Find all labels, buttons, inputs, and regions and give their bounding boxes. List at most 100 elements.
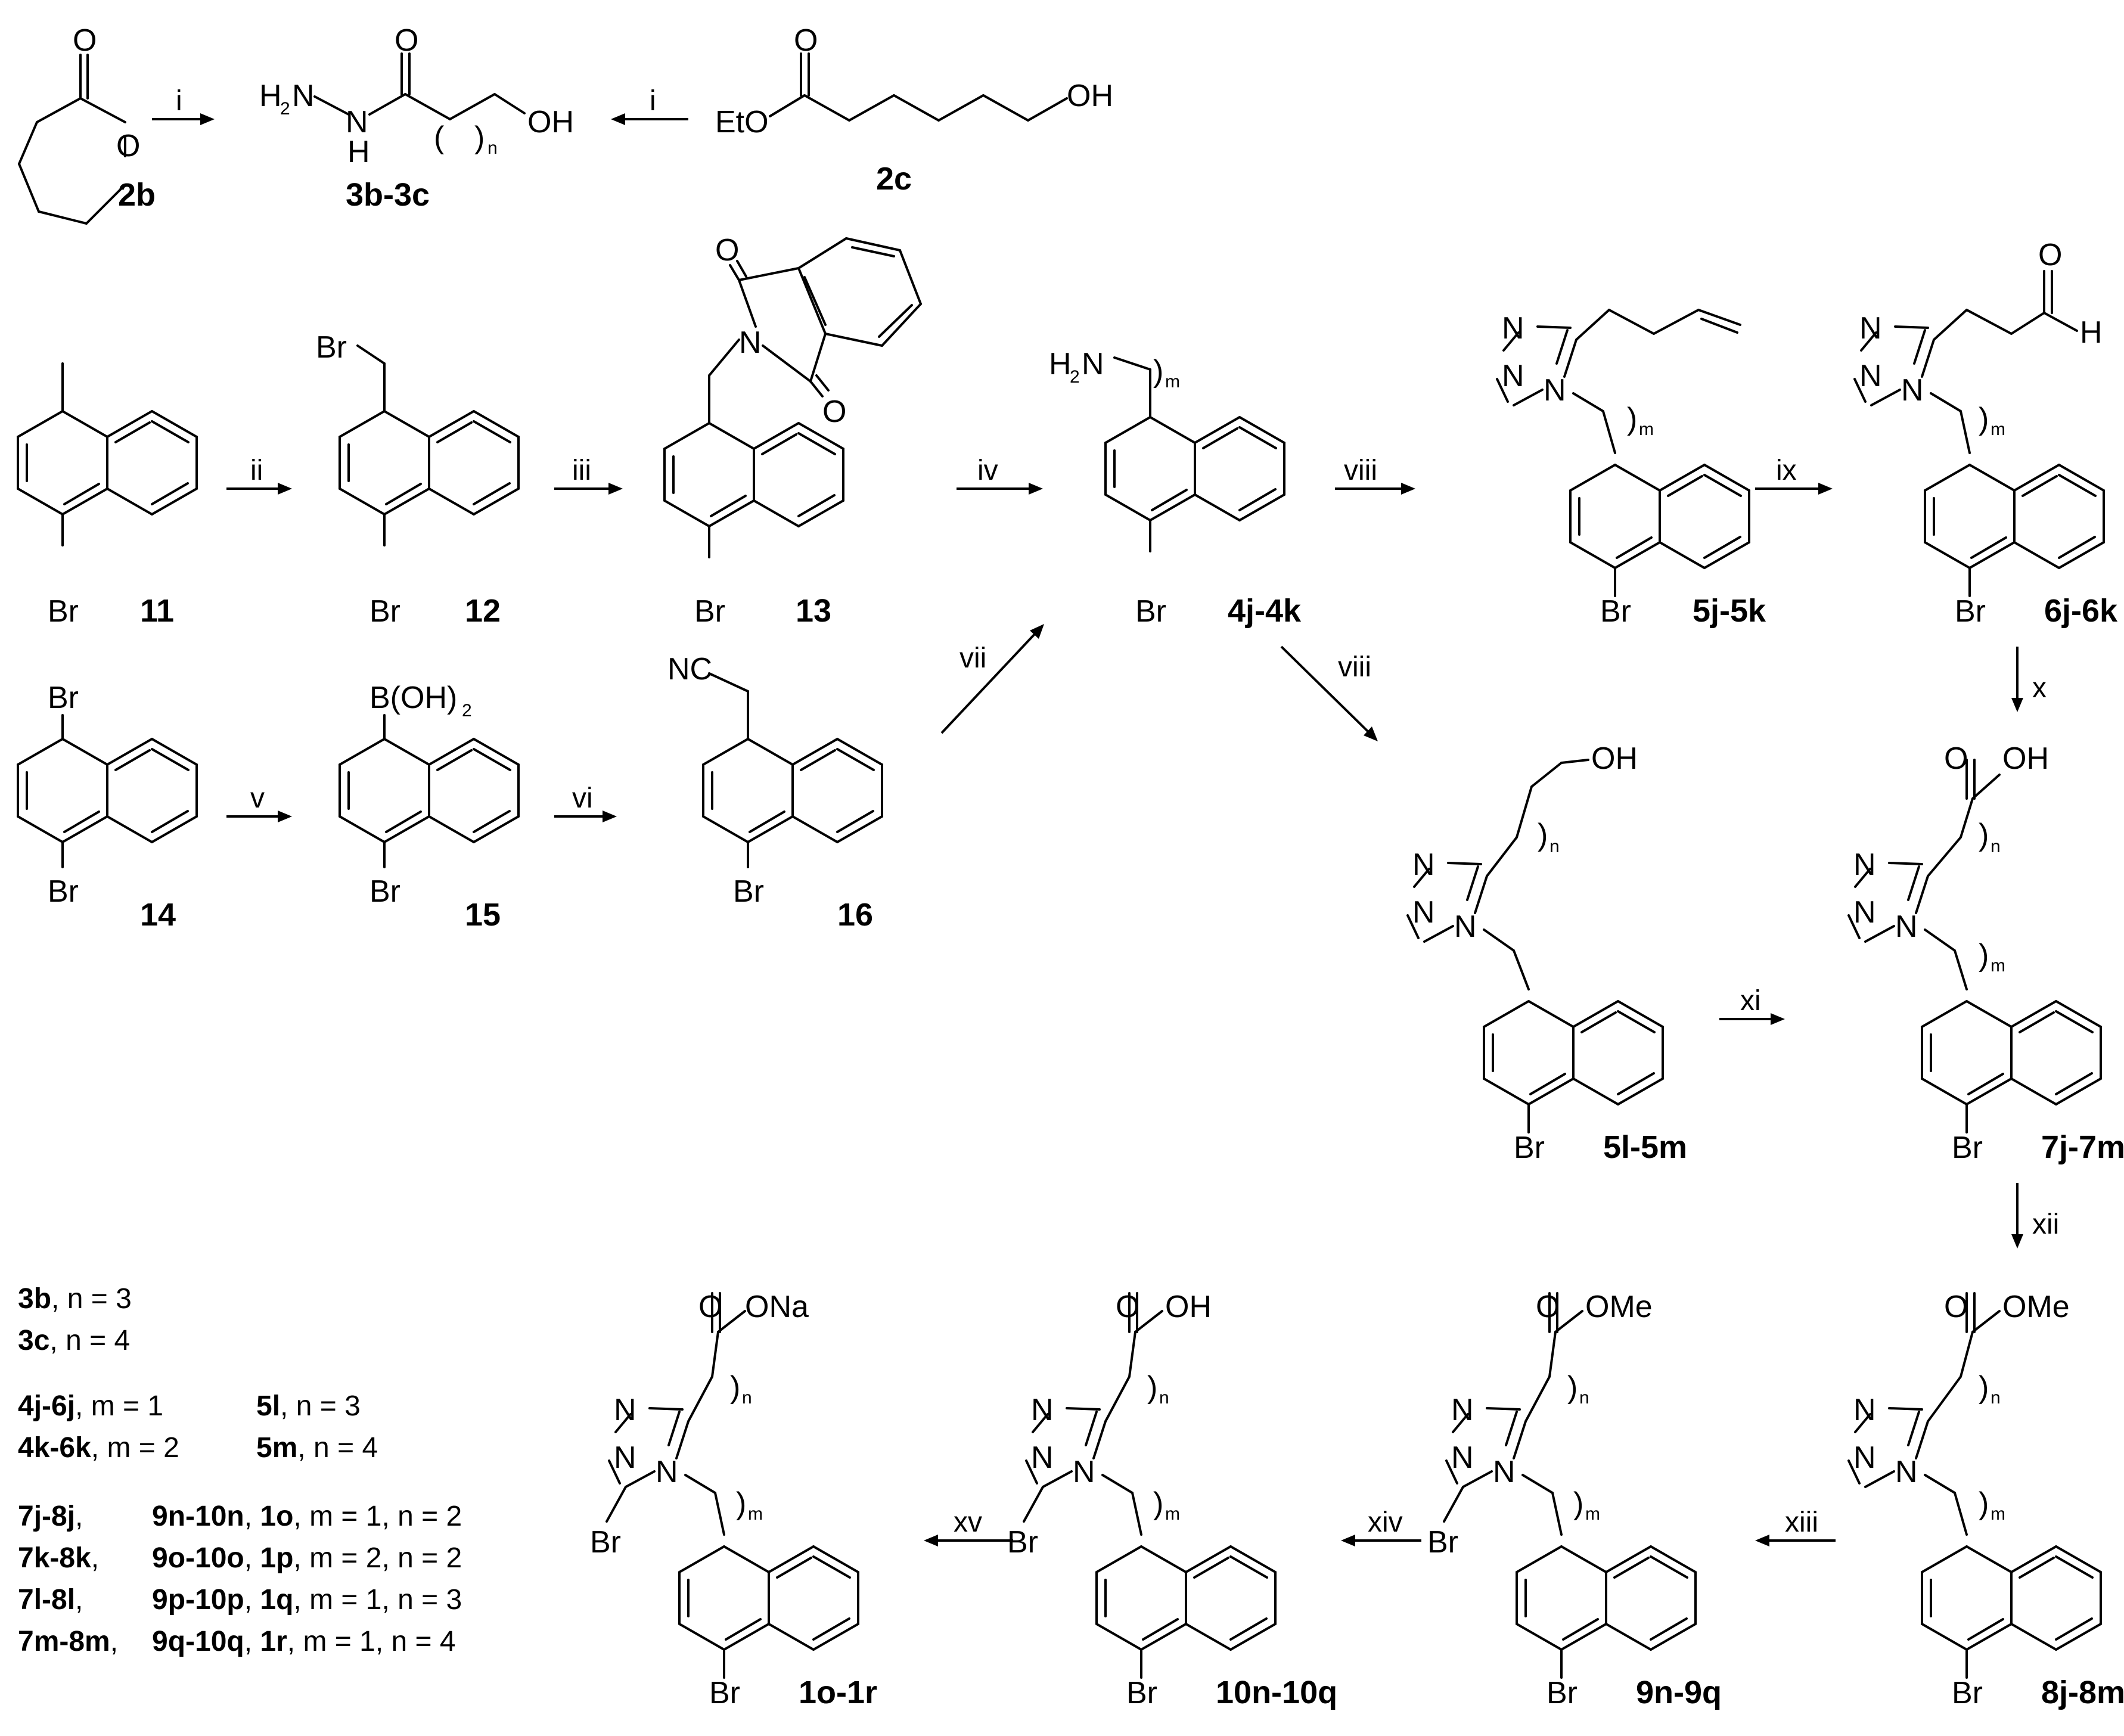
atom-n: N [1502,311,1524,346]
atom-br: Br [1955,594,1986,629]
atom-o: O [116,129,140,163]
subscript: 2 [1070,367,1080,387]
step-label: xiv [1368,1507,1403,1538]
arrow-step-viii-2: viii [1280,645,1378,741]
compound-label-5j-5k: 5j-5k [1693,593,1766,629]
compound-label-7j-7m: 7j-7m [2041,1129,2124,1165]
compound-label-4j-4k: 4j-4k [1228,593,1302,629]
atom-h: H [1049,347,1072,381]
compound-label-8j-8m: 8j-8m [2041,1675,2124,1710]
repeat-m: m [1585,1504,1600,1524]
structure-15: B(OH) 2 Br 15 [339,681,520,933]
step-label: ii [250,455,263,486]
atom-br: Br [733,874,764,909]
step-label: x [2032,672,2047,704]
atom-br: Br [1952,1676,1983,1710]
structure-8j-8m: O OMe ) n N N N ) m Br 8j-8m [1847,1290,2124,1710]
paren: ) [1153,1486,1163,1521]
compound-label-9n-9q: 9n-9q [1636,1675,1722,1710]
step-label: vi [572,782,593,814]
atom-o: O [1944,741,1968,776]
atom-nc: NC [667,652,712,687]
arrow-step-v: v [226,782,292,822]
compound-label-11: 11 [140,593,174,629]
repeat-m: m [1165,1504,1180,1524]
arrow-step-xi: xi [1719,985,1785,1025]
atom-n: N [1895,1455,1918,1489]
compound-label-16: 16 [837,897,873,933]
structure-10n-10q: O OH ) n N N N Br ) m Br 10n-10q [1007,1290,1337,1710]
atom-n: N [346,105,368,139]
atom-oh: OH [1067,79,1113,113]
paren: ) [1567,1370,1578,1405]
compound-label-6j-6k: 6j-6k [2044,593,2118,629]
atom-o: O [1536,1290,1560,1324]
compound-label-1o-1r: 1o-1r [799,1675,877,1710]
arrow-step-xii: xii [2011,1183,2059,1249]
step-label: i [176,85,182,117]
paren: ) [1147,1370,1157,1405]
compound-label-15: 15 [465,897,501,933]
atom-n: N [739,325,762,360]
atom-ome: OMe [2002,1290,2070,1324]
legend-line: 7j-8j,9n-10n, 1o, m = 1, n = 2 [18,1501,462,1532]
arrow-step-iii: iii [554,455,623,495]
structure-2b: O O 2b [18,23,156,225]
atom-br: Br [48,594,79,629]
repeat-m: m [1991,420,2005,439]
arrow-step-vii: vii [940,624,1044,734]
structure-5l-5m: OH ) n N N N Br 5l-5m [1406,741,1687,1165]
structure-11: Br 11 [17,362,198,629]
step-label: ix [1776,455,1797,486]
atom-br: Br [590,1525,621,1560]
paren: ) [1627,402,1637,436]
arrow-step-viii: viii [1335,455,1415,495]
atom-n: N [614,1440,636,1475]
atom-h: H [259,79,282,113]
repeat-m: m [1639,420,1654,439]
compound-label-3b-3c: 3b-3c [346,177,430,213]
atom-n: N [1031,1393,1054,1427]
step-label: viii [1338,651,1371,683]
step-label: xii [2032,1209,2059,1240]
atom-br: Br [48,874,79,909]
structure-16: NC Br 16 [667,652,883,933]
atom-oh: OH [1591,741,1638,776]
atom-o: O [698,1290,722,1324]
atom-o: O [73,23,97,58]
step-label: iv [977,455,998,486]
legend-line: 7m-8m,9q-10q, 1r, m = 1, n = 4 [18,1626,456,1657]
arrow-step-xiv: xiv [1341,1507,1421,1546]
structure-2c: EtO O OH 2c [715,23,1113,197]
atom-boh2: B(OH) [369,681,457,715]
atom-n: N [1853,1393,1876,1427]
atom-ona: ONa [745,1290,809,1324]
arrow-step-vi: vi [554,782,617,822]
structure-9n-9q: O OMe ) n N N N Br ) m Br 9n-9q [1427,1290,1722,1710]
structure-4j-4k: H 2 N ) m Br 4j-4k [1049,347,1302,629]
atom-o: O [2038,238,2062,272]
atom-br: Br [316,330,347,365]
atom-br: Br [1952,1131,1983,1165]
compound-label-14: 14 [140,897,176,933]
repeat-n: n [1991,837,2001,856]
atom-eto: EtO [715,105,769,139]
structure-13: N O O Br 13 [663,233,922,629]
atom-br: Br [1514,1131,1545,1165]
arrow-step-ii: ii [226,455,292,495]
step-label: xv [954,1507,982,1538]
arrow-step-xv: xv [924,1507,1013,1546]
paren: ) [1979,402,1989,436]
repeat-n: n [1159,1388,1169,1408]
compound-label-2b: 2b [118,177,156,213]
subscript: 2 [462,701,472,721]
atom-br: Br [1126,1676,1157,1710]
paren: ) [730,1370,740,1405]
paren: ) [736,1486,746,1521]
atom-o: O [794,23,818,58]
arrow-step-ix: ix [1755,455,1833,495]
atom-h: H [347,135,370,169]
